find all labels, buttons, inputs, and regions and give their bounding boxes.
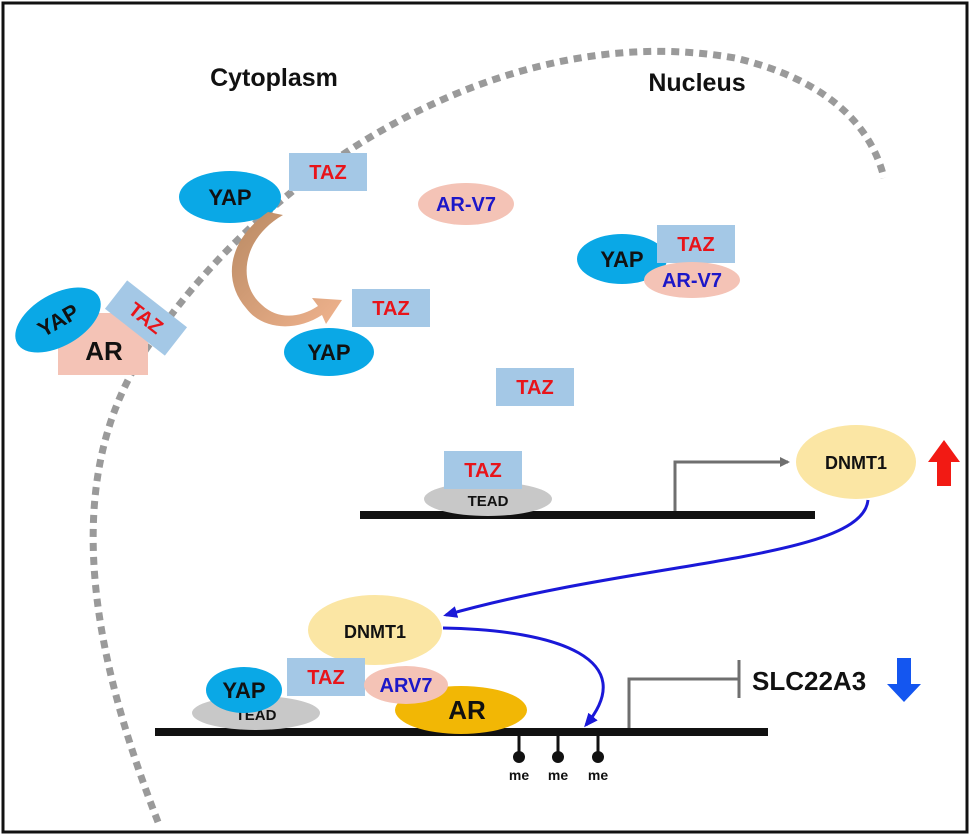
tead-upper-label: TEAD [468,493,509,510]
taz-free-box [289,153,367,191]
dnmt1-recruitment-arrow [443,499,870,618]
methyl-label-1: me [509,767,529,783]
dnmt1-gene-locus: TEAD TAZ [360,451,815,519]
nuclear-yap-taz-arv7-complex: YAP TAZ AR-V7 [577,225,740,298]
yap-lower-label: YAP [222,678,265,703]
taz-nuclear-free-label: TAZ [516,377,553,399]
ar-lower-label: AR [448,695,486,725]
yap-nuclear-complex-label: YAP [600,247,643,272]
translocation-arrow [231,212,342,327]
slc22a3-promoter-repression [627,677,739,728]
taz-lower-label: TAZ [307,667,344,689]
methyl-group-1-icon [513,751,525,763]
yap-lower-oval [206,667,282,713]
yap-nuclear-complex-oval [577,234,667,284]
upregulation-arrow-icon [928,440,960,486]
yap-translocated-oval [284,328,374,376]
dnmt1-lower-oval [308,595,442,665]
taz-nuclear-complex-label: TAZ [677,234,714,256]
taz-upper-box [444,451,522,489]
slc22a3-label: SLC22A3 [752,666,866,696]
methyl-label-2: me [548,767,568,783]
methyl-group-2-icon [552,751,564,763]
taz-nuclear-complex-box [657,225,735,263]
ar-v7-nuclear-complex-label: AR-V7 [662,270,722,292]
methyl-group-3-icon [592,751,604,763]
yap-cytoplasm-complex-oval [15,287,101,353]
dnmt1-lower-label: DNMT1 [344,622,406,642]
taz-translocated-label: TAZ [372,298,409,320]
dnmt1-upper-label: DNMT1 [825,453,887,473]
taz-lower-box [287,658,365,696]
taz-upper-label: TAZ [464,460,501,482]
taz-free-label: TAZ [309,162,346,184]
ar-cytoplasm-label: AR [85,336,123,366]
cytoplasmic-yap-taz-ar-complex: AR YAP TAZ [15,280,188,375]
dnmt1-upper-oval [796,425,916,499]
methylation-arrow [442,626,605,728]
yap-free-label: YAP [208,185,251,210]
taz-nuclear-free-box [496,368,574,406]
dnmt1-promoter-arrow [673,457,790,511]
methyl-label-3: me [588,767,608,783]
arv7-lower-oval [364,666,448,704]
yap-free-oval [179,171,281,223]
yap-translocated-label: YAP [307,340,350,365]
tead-upper-oval [424,482,552,516]
slc22a3-gene-locus: TEAD YAP TAZ AR ARV7 me me me [155,658,768,783]
nucleus-label: Nucleus [648,69,745,97]
cytoplasm-label: Cytoplasm [210,64,338,92]
ar-v7-free-label: AR-V7 [436,194,496,216]
taz-translocated-box [352,289,430,327]
taz-cytoplasm-complex-box [104,280,188,356]
ar-v7-nuclear-complex-oval [644,262,740,298]
downregulation-arrow-icon [887,658,921,702]
nuclear-membrane [89,47,888,824]
ar-v7-free-oval [418,183,514,225]
arv7-lower-label: ARV7 [380,675,433,697]
